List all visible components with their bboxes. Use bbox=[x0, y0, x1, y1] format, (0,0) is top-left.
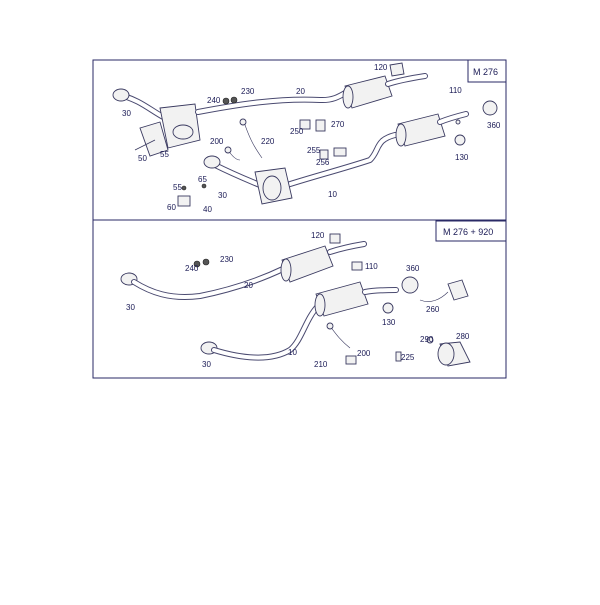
callout: 200 bbox=[357, 349, 371, 358]
callout: 240 bbox=[185, 264, 199, 273]
callout: 290 bbox=[420, 335, 434, 344]
callout: 30 bbox=[122, 109, 131, 118]
callout: 280 bbox=[456, 332, 470, 341]
callout: 130 bbox=[455, 153, 469, 162]
callout: 220 bbox=[261, 137, 275, 146]
callout: 60 bbox=[167, 203, 176, 212]
callout: 20 bbox=[296, 87, 305, 96]
callout: 210 bbox=[314, 360, 328, 369]
callout: 260 bbox=[426, 305, 440, 314]
callout: 20 bbox=[244, 281, 253, 290]
callout: 55 bbox=[160, 150, 169, 159]
callout: 10 bbox=[328, 190, 337, 199]
callout: 230 bbox=[220, 255, 234, 264]
callout: 30 bbox=[218, 191, 227, 200]
callout: 360 bbox=[406, 264, 420, 273]
callout: 255 bbox=[307, 146, 321, 155]
callout: 230 bbox=[241, 87, 255, 96]
bottom-callouts: 120 230 240 110 360 20 30 130 260 280 29… bbox=[126, 231, 470, 369]
callout: 55 bbox=[173, 183, 182, 192]
flange-icon bbox=[112, 88, 130, 102]
callout: 40 bbox=[203, 205, 212, 214]
callout: 240 bbox=[207, 96, 221, 105]
model-label-box-bottom: M 276 + 920 bbox=[435, 220, 507, 242]
model-label-bottom: M 276 + 920 bbox=[443, 227, 493, 237]
bottom-section-drawing bbox=[120, 233, 471, 367]
callout: 256 bbox=[316, 158, 330, 167]
callout: 10 bbox=[288, 348, 297, 357]
callout: 130 bbox=[382, 318, 396, 327]
callout: 30 bbox=[202, 360, 211, 369]
callout: 30 bbox=[126, 303, 135, 312]
callout: 120 bbox=[311, 231, 325, 240]
hanger-360-icon bbox=[482, 100, 498, 116]
callout: 225 bbox=[401, 353, 415, 362]
callout: 200 bbox=[210, 137, 224, 146]
o2-sensor-lead bbox=[243, 121, 263, 159]
callout: 110 bbox=[449, 86, 462, 95]
callout: 250 bbox=[290, 127, 304, 136]
flap-actuator-icon bbox=[447, 279, 469, 301]
callout: 50 bbox=[138, 154, 147, 163]
callout: 120 bbox=[374, 63, 388, 72]
callout: 65 bbox=[198, 175, 207, 184]
top-callouts: 120 110 360 130 20 240 230 30 250 270 22… bbox=[122, 63, 501, 214]
callout: 110 bbox=[365, 262, 378, 271]
callout: 270 bbox=[331, 120, 345, 129]
diagram-frame bbox=[92, 59, 507, 379]
hanger-360-icon bbox=[401, 276, 419, 294]
model-label-top: M 276 bbox=[473, 67, 498, 77]
top-section-drawing bbox=[112, 62, 498, 207]
model-label-box-top: M 276 bbox=[467, 59, 507, 83]
callout: 360 bbox=[487, 121, 501, 130]
